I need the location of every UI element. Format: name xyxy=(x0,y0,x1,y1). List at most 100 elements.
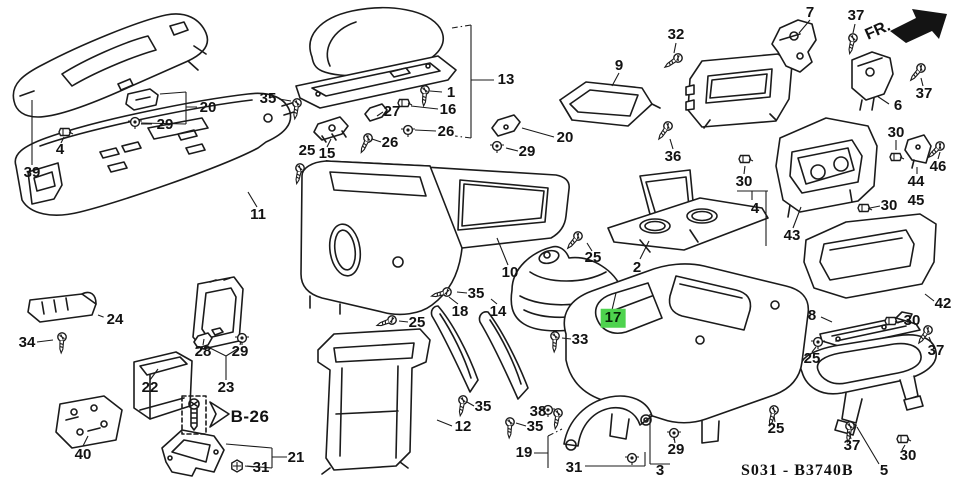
callout-32: 32 xyxy=(667,25,685,43)
part-lower-bracket xyxy=(161,429,225,477)
callout-29: 29 xyxy=(667,440,685,458)
callout-7: 7 xyxy=(805,3,815,21)
callout-30: 30 xyxy=(899,446,917,464)
part-armrest-pad xyxy=(309,6,444,77)
screw-icon xyxy=(654,119,675,143)
callout-22: 22 xyxy=(141,378,159,396)
callout-36: 36 xyxy=(664,147,682,165)
callout-34: 34 xyxy=(18,333,36,351)
clip-icon xyxy=(889,152,905,162)
callout-4: 4 xyxy=(55,140,65,158)
screw-icon xyxy=(661,51,685,72)
callout-17: 17 xyxy=(600,308,626,328)
callout-26: 26 xyxy=(437,122,455,140)
callout-25: 25 xyxy=(803,349,821,367)
callout-43: 43 xyxy=(783,226,801,244)
screw-icon xyxy=(418,84,431,108)
part-garnish-strip-left xyxy=(430,305,479,393)
part-latch-small xyxy=(193,327,224,349)
callout-31: 31 xyxy=(252,458,270,476)
part-latch-mid xyxy=(491,114,521,137)
callout-30: 30 xyxy=(903,311,921,329)
callout-35: 35 xyxy=(467,284,485,302)
part-front-console xyxy=(14,92,295,216)
callout-12: 12 xyxy=(454,417,472,435)
callout-37: 37 xyxy=(843,436,861,454)
callout-20: 20 xyxy=(556,128,574,146)
callout-26: 26 xyxy=(381,133,399,151)
grommet-icon xyxy=(624,452,640,466)
part-center-bezel xyxy=(685,53,793,129)
callout-31: 31 xyxy=(565,458,583,476)
screw-icon xyxy=(455,394,469,418)
clip-icon xyxy=(857,203,873,213)
callout-14: 14 xyxy=(489,302,507,320)
callout-29: 29 xyxy=(518,142,536,160)
callout-35: 35 xyxy=(474,397,492,415)
callout-20: 20 xyxy=(199,98,217,116)
part-armrest-latch xyxy=(313,116,349,143)
callout-24: 24 xyxy=(106,310,124,328)
callout-35: 35 xyxy=(526,417,544,435)
screw-icon xyxy=(356,131,375,155)
callout-6: 6 xyxy=(893,96,903,114)
reference-code-label: B-26 xyxy=(230,407,270,426)
part-console-frame xyxy=(799,334,937,436)
callout-10: 10 xyxy=(501,263,519,281)
part-console-bracket-frame xyxy=(317,328,431,475)
part-armrest-base-plate xyxy=(295,55,457,109)
part-pocket xyxy=(559,81,661,127)
part-handle-bracket xyxy=(563,395,653,451)
screw-icon xyxy=(504,416,516,439)
screw-icon xyxy=(56,331,68,354)
grommet-icon xyxy=(400,124,416,138)
callout-37: 37 xyxy=(915,84,933,102)
screw-icon xyxy=(844,32,859,56)
screw-icon xyxy=(563,229,585,252)
screw-icon xyxy=(289,97,303,121)
callout-46: 46 xyxy=(929,157,947,175)
leader-lines xyxy=(31,19,941,469)
callout-4: 4 xyxy=(750,199,760,217)
fr-direction-arrow xyxy=(890,9,947,43)
part-cup-tray xyxy=(607,169,769,253)
callout-9: 9 xyxy=(614,56,624,74)
callout-8: 8 xyxy=(807,306,817,324)
callout-29: 29 xyxy=(231,342,249,360)
grommet-icon xyxy=(489,140,505,154)
callout-19: 19 xyxy=(515,443,533,461)
callout-25: 25 xyxy=(408,313,426,331)
callout-35: 35 xyxy=(259,89,277,107)
screw-icon xyxy=(906,61,928,84)
callout-25: 25 xyxy=(584,248,602,266)
callout-29: 29 xyxy=(156,115,174,133)
part-switch-blank xyxy=(125,88,159,111)
callout-39: 39 xyxy=(23,163,41,181)
part-latch-tiny xyxy=(364,103,388,122)
callout-25: 25 xyxy=(767,419,785,437)
callout-37: 37 xyxy=(847,6,865,24)
clip-icon xyxy=(738,154,754,164)
callout-42: 42 xyxy=(934,294,952,312)
clip-icon xyxy=(896,434,912,444)
callout-16: 16 xyxy=(439,100,457,118)
callout-30: 30 xyxy=(887,123,905,141)
part-rear-lower-console xyxy=(803,213,937,299)
part-bracket-side xyxy=(851,51,894,111)
callout-1: 1 xyxy=(446,83,456,101)
part-small-bracket xyxy=(904,134,932,169)
part-garnish-strip-right xyxy=(478,311,529,400)
b26-reference-group xyxy=(181,395,230,435)
callout-30: 30 xyxy=(880,196,898,214)
callout-33: 33 xyxy=(571,330,589,348)
callout-25: 25 xyxy=(298,141,316,159)
nut-icon xyxy=(231,459,243,473)
part-hook xyxy=(27,291,97,323)
callout-18: 18 xyxy=(451,302,469,320)
part-upper-console-trim xyxy=(12,13,209,118)
callout-13: 13 xyxy=(497,70,515,88)
callout-38: 38 xyxy=(529,402,547,420)
callout-5: 5 xyxy=(879,461,889,479)
